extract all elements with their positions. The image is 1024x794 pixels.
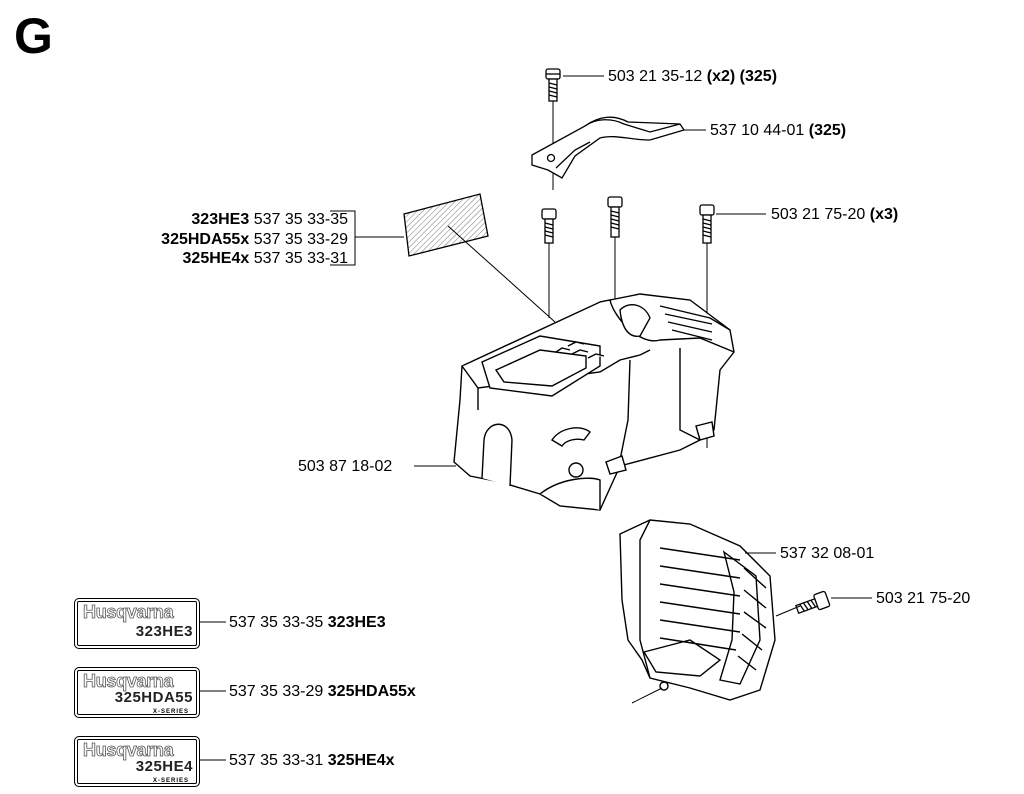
decal-325hda55x: Husqvarna 325HDA55 X-SERIES	[74, 667, 200, 718]
decal-callout: 537 35 33-29 325HDA55x	[229, 682, 416, 702]
model-name: 325HE4x	[182, 250, 250, 267]
part-number: 503 21 75-20	[771, 206, 866, 223]
decal-group-row: 325HE4x 537 35 33-31	[183, 249, 348, 269]
screw-top-icon	[545, 68, 561, 102]
handle-cover-icon	[531, 116, 686, 179]
decal-group-row: 325HDA55x 537 35 33-29	[161, 230, 348, 250]
callout-screws-three: 503 21 75-20 (x3)	[771, 205, 898, 225]
part-number: 537 35 33-35	[229, 614, 324, 631]
model-name: 323HE3	[327, 614, 386, 631]
engine-cover-icon	[453, 293, 735, 511]
part-number: 537 35 33-29	[253, 231, 348, 248]
decal-series-text: X-SERIES	[152, 709, 189, 715]
model-name: 323HE3	[191, 211, 250, 228]
screw-right-icon	[699, 204, 715, 244]
decal-brand: Husqvarna	[83, 740, 174, 761]
section-letter: G	[14, 8, 53, 64]
model-name: 325HE4x	[327, 752, 395, 769]
callout-engine-cover: 503 87 18-02	[298, 457, 392, 477]
model-name: 325HDA55x	[327, 683, 416, 700]
decal-model-text: 323HE3	[135, 623, 193, 640]
decal-brand: Husqvarna	[83, 671, 174, 692]
screw-left-icon	[541, 208, 557, 244]
part-number: 537 35 33-31	[253, 250, 348, 267]
cylinder-cover-icon	[619, 519, 776, 701]
callout-handle-cover: 537 10 44-01 (325)	[710, 121, 846, 141]
model-name: 325HDA55x	[161, 231, 250, 248]
callout-screw-top: 503 21 35-12 (x2) (325)	[608, 67, 777, 87]
part-number: 537 35 33-31	[229, 752, 324, 769]
decal-series-text: X-SERIES	[152, 778, 189, 784]
decal-model-text: 325HDA55	[114, 689, 193, 706]
part-number: 537 35 33-35	[253, 211, 348, 228]
part-number: 503 21 35-12	[608, 68, 703, 85]
callout-cylinder-cover: 537 32 08-01	[780, 544, 874, 564]
screw-side-icon	[795, 590, 831, 615]
qty-note: (x3)	[869, 206, 899, 223]
part-number: 537 32 08-01	[780, 545, 875, 562]
decal-callout: 537 35 33-35 323HE3	[229, 613, 386, 633]
callout-screw-side: 503 21 75-20	[876, 589, 970, 609]
screw-middle-icon	[607, 196, 623, 238]
part-number: 503 21 75-20	[876, 590, 971, 607]
decal-sticker-icon	[403, 193, 489, 257]
decal-323he3: Husqvarna 323HE3	[74, 598, 200, 649]
part-number: 537 10 44-01	[710, 122, 805, 139]
decal-model-text: 325HE4	[135, 758, 193, 775]
decal-325he4x: Husqvarna 325HE4 X-SERIES	[74, 736, 200, 787]
decal-callout: 537 35 33-31 325HE4x	[229, 751, 394, 771]
decal-group-row: 323HE3 537 35 33-35	[191, 210, 348, 230]
part-number: 537 35 33-29	[229, 683, 324, 700]
decal-brand: Husqvarna	[83, 602, 174, 623]
qty-note: (x2) (325)	[706, 68, 778, 85]
qty-note: (325)	[808, 122, 847, 139]
part-number: 503 87 18-02	[298, 458, 393, 475]
